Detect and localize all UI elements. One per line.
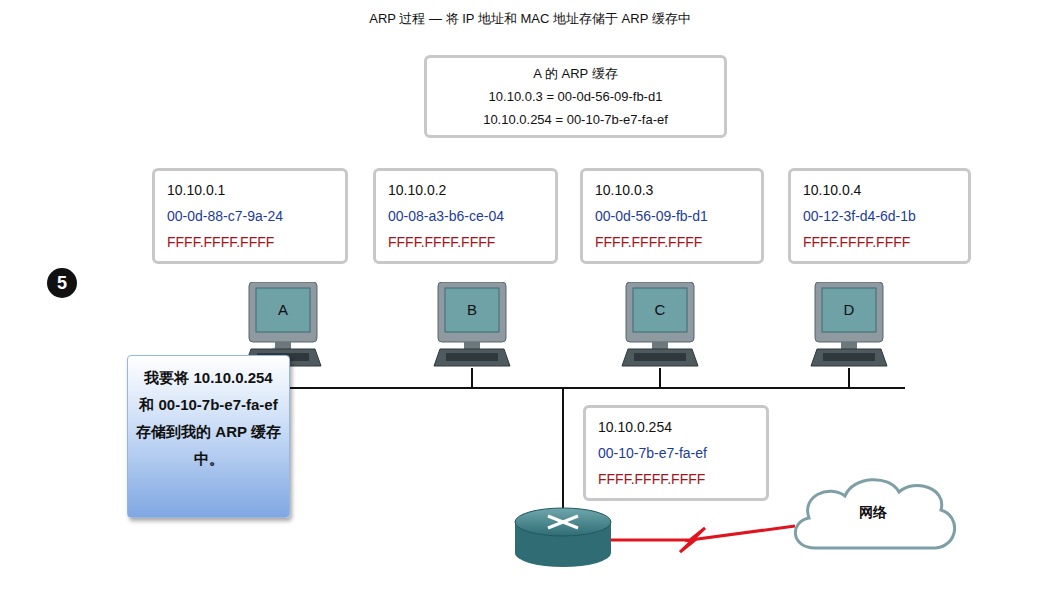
address-text: 10.10.0.4: [803, 177, 956, 203]
computer-letter: B: [432, 301, 512, 318]
router-stem: [562, 388, 564, 515]
address-box: 10.10.0.25400-10-7b-e7-fa-efFFFF.FFFF.FF…: [583, 405, 769, 501]
address-text: 10.10.0.254: [598, 414, 754, 440]
address-box: 10.10.0.300-0d-56-09-fb-d1FFFF.FFFF.FFFF: [580, 168, 764, 264]
computer-drawing: [809, 282, 889, 368]
computer-drawing: [432, 282, 512, 368]
address-box: 10.10.0.200-08-a3-b6-ce-04FFFF.FFFF.FFFF: [373, 168, 558, 264]
address-text: 10.10.0.254 = 00-10-7b-e7-fa-ef: [437, 108, 714, 131]
address-box: 10.10.0.400-12-3f-d4-6d-1bFFFF.FFFF.FFFF: [788, 168, 971, 264]
arp-cache-box: A 的 ARP 缓存10.10.0.3 = 00-0d-56-09-fb-d11…: [424, 55, 727, 138]
address-text: 00-0d-56-09-fb-d1: [595, 203, 749, 229]
computer-icon: D: [809, 282, 889, 368]
computer-drawing: [620, 282, 700, 368]
bus-segment: [472, 368, 660, 388]
address-text: 10.10.0.2: [388, 177, 543, 203]
address-text: 00-12-3f-d4-6d-1b: [803, 203, 956, 229]
bubble-text: 我要将 10.10.0.254 和 00-10-7b-e7-fa-ef 存储到我…: [136, 364, 281, 472]
computer-letter: C: [620, 301, 700, 318]
address-text: FFFF.FFFF.FFFF: [388, 229, 543, 255]
address-text: FFFF.FFFF.FFFF: [595, 229, 749, 255]
computer-letter: D: [809, 301, 889, 318]
address-box: 10.10.0.100-0d-88-c7-9a-24FFFF.FFFF.FFFF: [152, 168, 348, 264]
address-text: 00-0d-88-c7-9a-24: [167, 203, 333, 229]
address-text: 10.10.0.1: [167, 177, 333, 203]
address-text: A 的 ARP 缓存: [437, 62, 714, 85]
bus-segment: [660, 368, 849, 388]
address-text: 00-08-a3-b6-ce-04: [388, 203, 543, 229]
bus-line: [843, 387, 905, 389]
speech-bubble: 我要将 10.10.0.254 和 00-10-7b-e7-fa-ef 存储到我…: [127, 355, 290, 518]
diagram-title: ARP 过程 — 将 IP 地址和 MAC 地址存储于 ARP 缓存中: [0, 10, 1060, 28]
address-text: 00-10-7b-e7-fa-ef: [598, 440, 754, 466]
address-text: FFFF.FFFF.FFFF: [598, 466, 754, 492]
address-text: 10.10.0.3: [595, 177, 749, 203]
cloud-text: 网络: [785, 504, 960, 522]
computer-icon: B: [432, 282, 512, 368]
router-icon: [515, 508, 611, 567]
address-text: 10.10.0.3 = 00-0d-56-09-fb-d1: [437, 85, 714, 108]
callout-circle: [47, 268, 77, 298]
bus-segment: [283, 368, 472, 388]
serial-link: [611, 526, 795, 552]
address-text: FFFF.FFFF.FFFF: [803, 229, 956, 255]
address-text: FFFF.FFFF.FFFF: [167, 229, 333, 255]
computer-icon: C: [620, 282, 700, 368]
computer-letter: A: [243, 301, 323, 318]
callout-number: 5: [47, 272, 77, 294]
network-cloud: 网络: [785, 470, 960, 565]
